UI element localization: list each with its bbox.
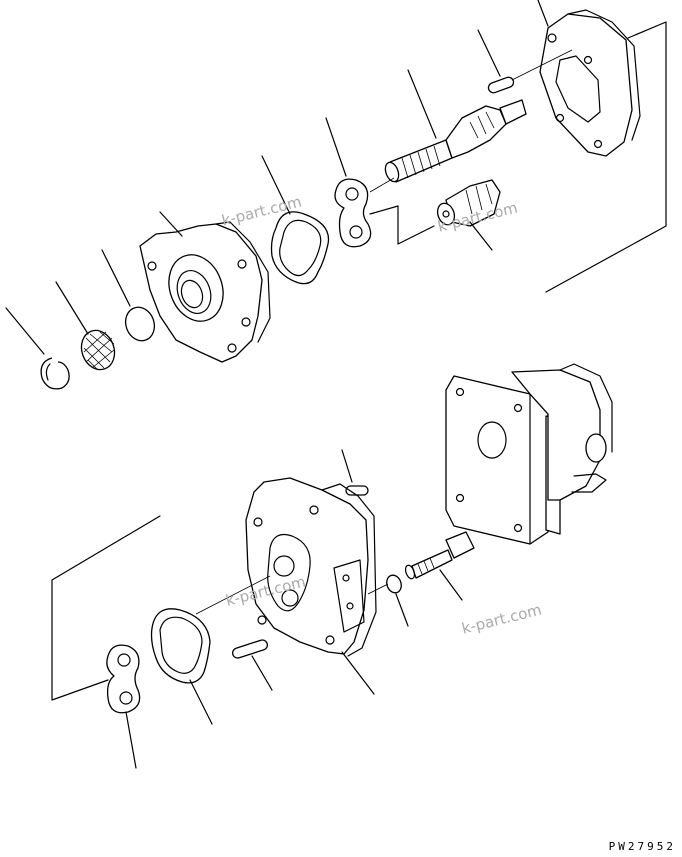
leader-line — [469, 221, 493, 251]
drive-gear-shaft — [384, 99, 527, 183]
figure-code: PW27952 — [608, 840, 676, 853]
assembly-bracket-line — [51, 515, 161, 701]
leader-line — [5, 307, 45, 355]
centerline — [369, 177, 395, 193]
leader-line — [407, 69, 437, 139]
snap-ring — [40, 357, 70, 390]
leader-line — [251, 655, 273, 691]
leader-line — [125, 711, 137, 769]
gear-housing-lower — [245, 477, 377, 657]
centerline — [195, 575, 271, 615]
leader-line — [341, 449, 353, 483]
leader-line — [537, 0, 549, 27]
oil-seal — [80, 329, 116, 371]
gasket-lower — [150, 608, 211, 684]
centerline — [511, 49, 573, 81]
dowel-pin-upper — [487, 76, 515, 94]
centerline — [367, 583, 389, 595]
gasket-upper — [270, 211, 330, 285]
group-bracket-line — [369, 205, 435, 245]
o-ring-lower — [386, 574, 402, 594]
o-ring-upper — [124, 306, 156, 342]
leader-line — [101, 249, 131, 307]
leader-line — [159, 211, 183, 237]
pump-body — [445, 363, 613, 545]
leader-line — [477, 29, 501, 77]
leader-line — [439, 569, 463, 601]
leader-line — [395, 593, 409, 627]
bolt — [404, 531, 475, 580]
seal-plate-lower — [106, 644, 141, 714]
dowel-pin-lower-left — [231, 639, 269, 659]
rear-cover-housing — [539, 9, 641, 157]
driven-gear — [436, 179, 501, 227]
leader-line — [341, 651, 375, 695]
leader-line — [325, 117, 347, 177]
leader-line — [55, 281, 89, 335]
leader-line — [189, 679, 213, 725]
front-cover-upper — [139, 221, 271, 363]
assembly-bracket-line — [545, 21, 667, 293]
leader-line — [261, 155, 291, 215]
seal-plate-upper — [334, 178, 372, 248]
